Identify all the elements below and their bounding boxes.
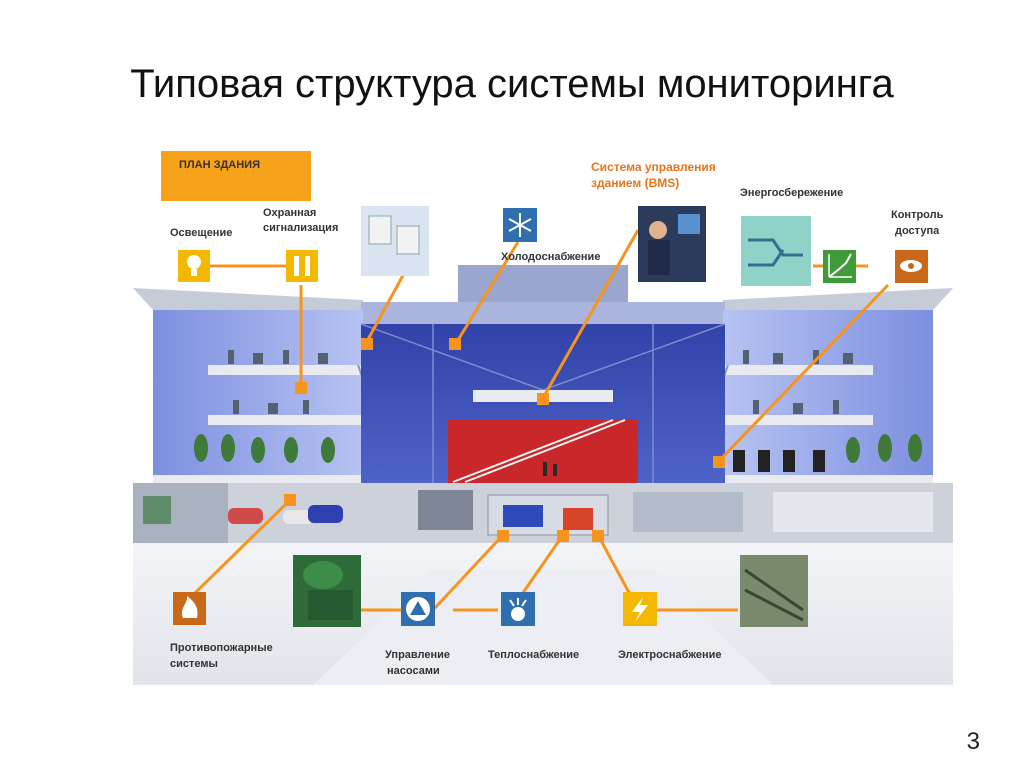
- right-floor-1: [723, 365, 873, 375]
- left-floor-3: [153, 475, 363, 483]
- right-floor-2: [723, 415, 873, 425]
- plan-label: ПЛАН ЗДАНИЯ: [179, 159, 260, 171]
- plan-header-box: [161, 151, 311, 201]
- left-trees: [194, 434, 335, 463]
- red-stair-rail: [452, 419, 626, 483]
- label-lighting: Освещение: [170, 227, 233, 239]
- left-furniture: [228, 350, 328, 414]
- label-heating: Теплоснабжение: [488, 649, 580, 661]
- label-power: Электроснабжение: [618, 649, 722, 661]
- label-energy-saving: Энергосбережение: [740, 187, 844, 199]
- atrium-frame: [360, 323, 726, 484]
- label-access-line1: Контроль: [891, 209, 944, 221]
- right-trees: [846, 434, 922, 463]
- label-fire-line2: системы: [170, 658, 218, 670]
- photo-energy-scheme: [741, 216, 811, 286]
- left-floor-2: [208, 415, 363, 425]
- building-cutaway-illustration: [133, 206, 953, 685]
- left-roof: [133, 288, 363, 312]
- garage-wall: [143, 496, 171, 524]
- photo-electrical-cabinet: [740, 555, 808, 627]
- left-floor-1: [208, 365, 363, 375]
- connector-nodes: [284, 338, 725, 542]
- service-area: [633, 492, 743, 532]
- pump-unit: [503, 505, 543, 527]
- stair-machinery: [418, 490, 473, 530]
- slide-title: Типовая структура системы мониторинга: [130, 62, 894, 106]
- building-monitoring-diagram: ПЛАН ЗДАНИЯ: [133, 150, 953, 685]
- photo-pump-machine: [293, 555, 361, 627]
- label-pumps-line1: Управление: [385, 649, 451, 661]
- label-fire-line1: Противопожарные: [170, 642, 273, 654]
- label-security-line2: сигнализация: [263, 222, 339, 234]
- photo-bms-operator: [638, 206, 706, 282]
- cars: [228, 505, 343, 524]
- label-pumps-line2: насосами: [387, 665, 440, 677]
- atrium-roof: [361, 302, 725, 324]
- label-bms-line2: зданием (BMS): [591, 176, 680, 190]
- right-basement: [773, 492, 933, 532]
- label-bms-line1: Система управления: [591, 160, 716, 174]
- right-furniture: [743, 350, 853, 414]
- right-roof: [723, 288, 953, 312]
- right-panels: [733, 450, 825, 472]
- people: [543, 462, 557, 476]
- right-wing: [723, 310, 933, 480]
- label-cooling: Холодоснабжение: [501, 251, 601, 263]
- label-access-line2: доступа: [895, 225, 940, 237]
- boiler: [563, 508, 593, 530]
- right-floor-3: [723, 475, 933, 483]
- page-number: 3: [966, 728, 980, 755]
- label-security-line1: Охранная: [263, 207, 317, 219]
- photo-security-devices: [361, 206, 429, 276]
